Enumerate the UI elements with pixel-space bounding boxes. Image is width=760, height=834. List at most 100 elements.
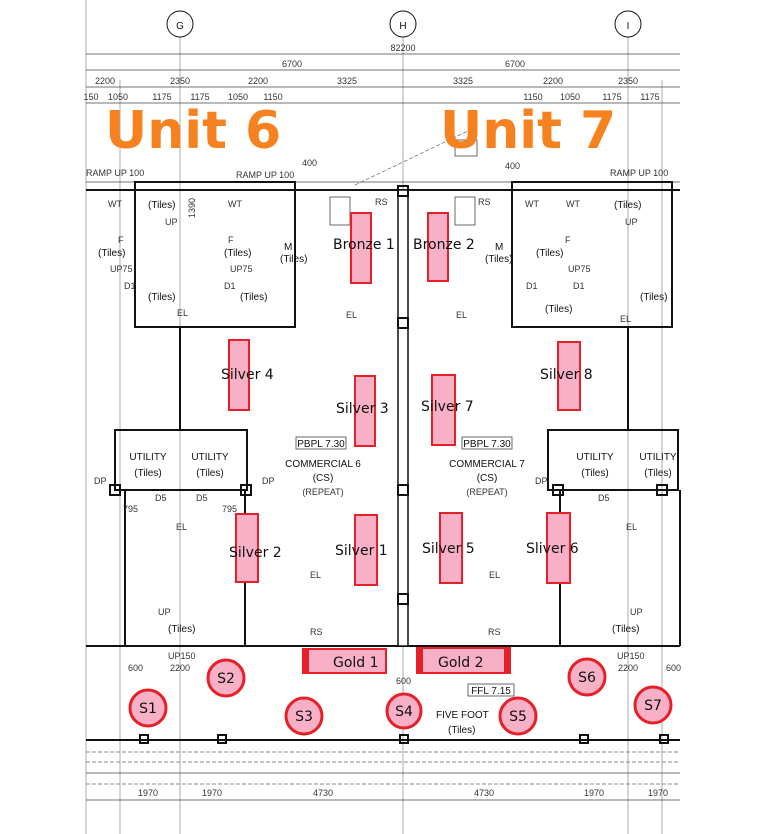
dim: 1970 [138,788,158,798]
d5-label: D5 [155,493,167,503]
dim: 4730 [313,788,333,798]
dim: 1050 [560,92,580,102]
spot-s4-label: S4 [395,704,413,720]
spot-s3[interactable]: S3 [284,696,324,736]
el-label: EL [346,310,357,320]
up75-label: UP75 [568,264,591,274]
m-label: M [495,242,503,253]
bronze-1-marker[interactable]: Bronze 1 [333,212,395,284]
dim-795: 795 [123,504,138,514]
dim-2200: 2200 [618,663,638,673]
dim: 1175 [640,92,659,102]
dim: 3325 [337,76,357,86]
dim: 1150 [263,92,282,102]
dim: 1970 [202,788,222,798]
dim: 3325 [453,76,473,86]
silver-5-marker[interactable]: Silver 5 [422,512,475,584]
dim: 1050 [228,92,248,102]
wt-label: WT [228,199,242,209]
el-label: EL [626,522,637,532]
grid-label-g: G [176,21,184,32]
silver-4-marker[interactable]: Silver 4 [221,339,274,411]
silver-2-marker[interactable]: Silver 2 [229,513,282,583]
utility-label: UTILITY [576,452,614,463]
silver-6-marker[interactable]: Sliver 6 [526,512,579,584]
dim-600: 600 [666,663,681,673]
dim-bottom: 1970 1970 4730 4730 1970 1970 [138,788,668,798]
spot-s5-label: S5 [509,709,527,725]
dim-row3: 150 1050 1175 1175 1050 1150 1150 1050 1… [83,92,659,102]
tiles-label: (Tiles) [612,624,639,635]
gold-2-marker[interactable]: Gold 2 [416,647,511,674]
grid-label-h: H [399,21,406,32]
tiles-label: (Tiles) [485,254,512,265]
silver-8-marker[interactable]: Silver 8 [540,341,593,411]
spot-s6[interactable]: S6 [567,657,607,697]
tiles-label: (Tiles) [134,468,161,479]
dim: 4730 [474,788,494,798]
dim-2200: 2200 [170,663,190,673]
f-label: F [565,235,571,245]
repeat-label: (REPEAT) [302,487,343,497]
rs-label: RS [375,197,388,207]
silver-3-marker[interactable]: Silver 3 [336,375,389,447]
bronze-2-label: Bronze 2 [413,237,475,253]
five-foot-label: FIVE FOOT [436,710,489,721]
dim-overall: 82200 [390,43,415,53]
dp-label: DP [535,476,548,486]
tiles-label: (Tiles) [644,468,671,479]
cs-label: (CS) [477,473,498,484]
gold-1-marker[interactable]: Gold 1 [302,648,387,674]
spot-s5[interactable]: S5 [498,696,538,736]
tiles-label: (Tiles) [148,292,175,303]
dp-label: DP [262,476,275,486]
bronze-2-marker[interactable]: Bronze 2 [413,212,475,282]
tiles-label: (Tiles) [581,468,608,479]
grid-bubble-g: G [166,10,194,38]
tiles-label: (Tiles) [224,248,251,259]
tiles-label: (Tiles) [545,304,572,315]
spot-s1[interactable]: S1 [128,688,168,728]
silver-6-label: Sliver 6 [526,541,579,557]
up150-label: UP150 [617,651,645,661]
silver-7-marker[interactable]: Silver 7 [421,374,474,446]
rs-label: RS [310,627,323,637]
dim-795: 795 [222,504,237,514]
spot-s2-label: S2 [217,671,235,687]
spot-s7[interactable]: S7 [633,685,673,725]
dim: 1175 [152,92,171,102]
spot-s6-label: S6 [578,670,596,686]
wt-label: WT [525,199,539,209]
silver-2-label: Silver 2 [229,545,282,561]
spot-s2[interactable]: S2 [206,658,246,698]
utility-label: UTILITY [191,452,229,463]
el-label: EL [489,570,500,580]
f-label: F [228,235,234,245]
dim: 1970 [648,788,668,798]
ramp-label: RAMP UP 100 [236,170,294,180]
spot-s3-label: S3 [295,709,313,725]
silver-3-label: Silver 3 [336,401,389,417]
silver-4-label: Silver 4 [221,367,274,383]
tiles-label: (Tiles) [536,248,563,259]
el-label: EL [177,308,188,318]
unit-7-title: Unit 7 [440,101,616,161]
el-label: EL [456,310,467,320]
up75-label: UP75 [110,264,133,274]
repeat-label: (REPEAT) [466,487,507,497]
up-label: UP [165,217,178,227]
grid-bubble-i: I [614,10,642,38]
silver-1-marker[interactable]: Silver 1 [335,514,388,586]
tiles-label: (Tiles) [448,725,475,736]
pbpl-label: PBPL 7.30 [463,439,511,450]
dim: 2200 [543,76,563,86]
ffl-label: FFL 7.15 [471,686,511,697]
utility-label: UTILITY [639,452,677,463]
dim-600: 600 [128,663,143,673]
spot-s4[interactable]: S4 [385,692,423,730]
dim: 1175 [602,92,621,102]
el-label: EL [620,314,631,324]
dim: 2200 [95,76,115,86]
pbpl-label: PBPL 7.30 [297,439,345,450]
